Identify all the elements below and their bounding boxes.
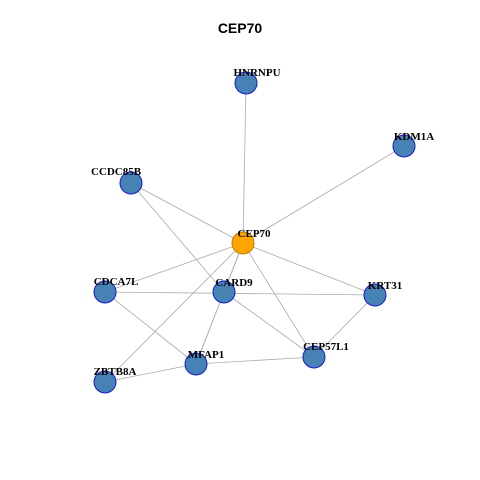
edge-cep70-hnrnpu: [242, 82, 247, 244]
edge-cep70-zbtb8a: [104, 242, 244, 383]
node-zbtb8a[interactable]: [93, 370, 117, 394]
node-label-cdca7l: CDCA7L: [94, 276, 139, 288]
node-label-cep57l1: CEP57L1: [303, 341, 349, 353]
node-card9[interactable]: [212, 280, 236, 304]
edge-mfap1-zbtb8a: [104, 363, 197, 383]
edge-krt31-cep57l1: [313, 294, 376, 358]
edge-card9-mfap1: [195, 291, 225, 365]
node-label-card9: CARD9: [215, 277, 253, 289]
node-cep57l1[interactable]: [302, 345, 326, 369]
edges-layer: [104, 82, 405, 383]
node-ccdc85b[interactable]: [119, 171, 143, 195]
node-label-mfap1: MFAP1: [188, 349, 224, 361]
edge-cep70-kdm1a: [242, 145, 405, 244]
node-label-kdm1a: KDM1A: [394, 131, 434, 143]
node-label-ccdc85b: CCDC85B: [91, 166, 142, 178]
node-label-krt31: KRT31: [368, 280, 402, 292]
graph-title: CEP70: [217, 20, 263, 36]
edge-cep70-cdca7l: [104, 242, 244, 293]
edge-cep70-ccdc85b: [130, 182, 244, 244]
edge-cdca7l-krt31: [104, 291, 376, 296]
node-label-hnrnpu: HNRNPU: [233, 67, 280, 79]
edge-cep70-krt31: [242, 242, 376, 296]
node-label-cep70: CEP70: [238, 228, 272, 240]
edge-mfap1-cep57l1: [195, 356, 315, 365]
node-krt31[interactable]: [363, 283, 387, 307]
node-label-zbtb8a: ZBTB8A: [94, 366, 137, 378]
node-cdca7l[interactable]: [93, 280, 117, 304]
node-cep70[interactable]: [231, 231, 255, 255]
edge-cdca7l-mfap1: [104, 291, 197, 365]
node-kdm1a[interactable]: [392, 134, 416, 158]
nodes-layer: [93, 71, 416, 394]
edge-card9-cep57l1: [223, 291, 315, 358]
node-hnrnpu[interactable]: [234, 71, 258, 95]
edge-cep70-cep57l1: [242, 242, 315, 358]
node-mfap1[interactable]: [184, 352, 208, 376]
edge-ccdc85b-card9: [130, 182, 225, 293]
